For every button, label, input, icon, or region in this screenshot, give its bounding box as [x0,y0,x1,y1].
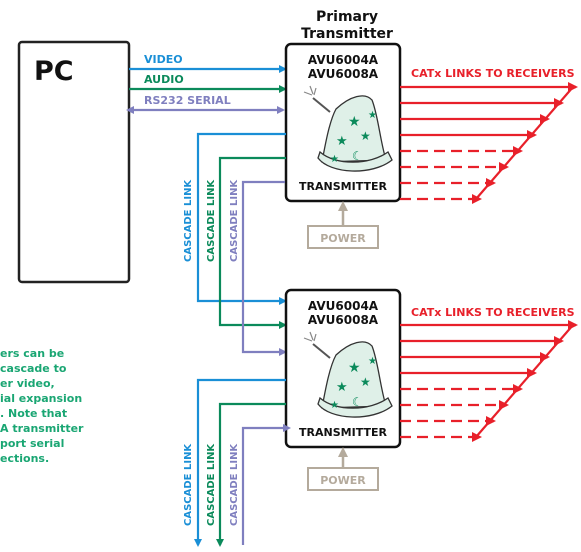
catx-bottom-links [400,320,578,442]
svg-text:★: ★ [336,380,348,395]
cascade-audio-bottom [216,402,286,547]
note-line: er video, [0,377,55,390]
transmitter-top-model1: AVU6004A [308,53,379,67]
svg-text:☾: ☾ [352,395,363,409]
cascade-serial-bottom [241,424,291,545]
cascade-video-top [196,132,287,305]
catx-bottom-diagonal [475,324,574,438]
catx-top-diagonal [475,86,574,200]
note-line: A transmitter [0,422,84,435]
power-top-box [307,225,379,249]
transmitter-top-label: TRANSMITTER [299,180,387,193]
wizard-hat-icon: ★ ★ ★ ☾ ★ ★ [303,85,393,172]
cascade-video-bottom [194,378,286,547]
svg-text:★: ★ [348,114,361,130]
note-line: ial expansion [0,392,82,405]
transmitter-bottom-model2: AVU6008A [308,313,379,327]
note-line: cascade to [0,362,67,375]
svg-text:★: ★ [330,154,339,165]
note-line: ers can be [0,347,64,360]
power-top-label: POWER [320,232,366,245]
wizard-hat-icon: ★ ★ ★ ☾ ★ ★ [303,331,393,418]
pc-box [17,40,131,284]
cascade-label-audio-top: CASCADE LINK [206,179,217,262]
pc-label: PC [34,56,74,87]
note-line: port serial [0,437,64,450]
video-label: VIDEO [144,53,183,66]
primary-title-line1: Primary [316,9,378,25]
catx-top-links [400,82,578,204]
svg-text:★: ★ [330,400,339,411]
svg-text:★: ★ [368,356,377,367]
svg-text:★: ★ [360,375,371,389]
transmitter-bottom-label: TRANSMITTER [299,426,387,439]
cascade-label-serial-bottom: CASCADE LINK [229,443,240,526]
cascade-label-audio-bottom: CASCADE LINK [206,443,217,526]
cascade-serial-top [241,180,287,356]
primary-title-line2: Transmitter [301,26,393,42]
transmitter-bottom-model1: AVU6004A [308,299,379,313]
svg-text:★: ★ [360,129,371,143]
cascade-label-video-top: CASCADE LINK [183,179,194,262]
power-bottom-box [307,467,379,491]
note-line: . Note that [0,407,67,420]
transmitter-top-model2: AVU6008A [308,67,379,81]
svg-text:★: ★ [348,360,361,376]
cascade-audio-top [218,156,287,329]
svg-text:★: ★ [368,110,377,121]
svg-text:☾: ☾ [352,149,363,163]
svg-text:★: ★ [336,134,348,149]
power-bottom-label: POWER [320,474,366,487]
cascade-note: ers can be cascade to er video, ial expa… [0,347,84,465]
cascade-label-serial-top: CASCADE LINK [229,179,240,262]
catx-bottom-label: CATx LINKS TO RECEIVERS [411,306,575,319]
catx-top-label: CATx LINKS TO RECEIVERS [411,67,575,80]
audio-label: AUDIO [144,73,184,86]
cascade-label-video-bottom: CASCADE LINK [183,443,194,526]
note-line: ections. [0,452,49,465]
serial-label: RS232 SERIAL [144,94,231,107]
